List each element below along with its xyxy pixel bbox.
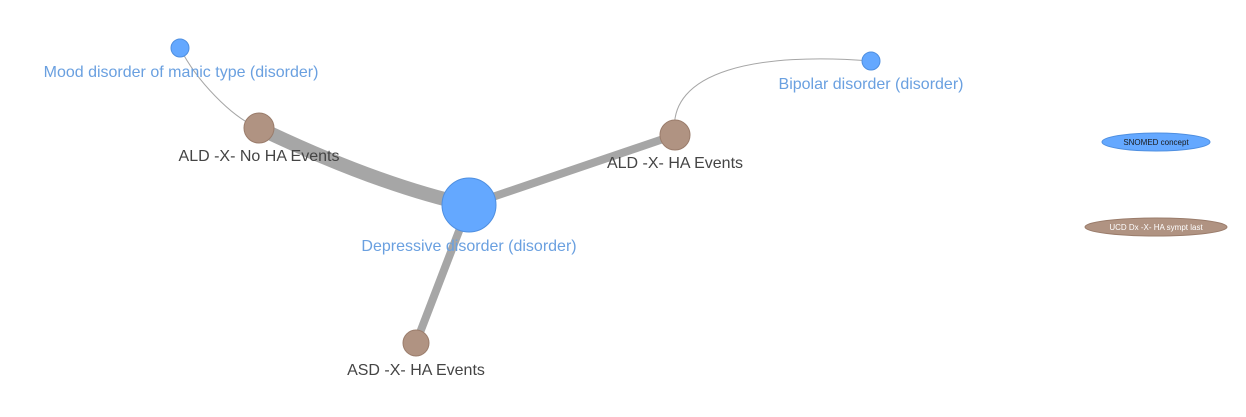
node-bipolar-disorder[interactable] <box>861 51 881 71</box>
graph-nodes <box>170 38 881 357</box>
legend: SNOMED concept UCD Dx -X- HA sympt last <box>1084 132 1228 237</box>
edge-ald-no-ha-to-depressive[interactable] <box>255 121 471 212</box>
label-ald-ha-events: ALD -X- HA Events <box>607 155 743 172</box>
label-ald-no-ha-events: ALD -X- No HA Events <box>179 148 340 165</box>
graph-edges <box>179 47 872 345</box>
node-asd-ha-events[interactable] <box>402 329 430 357</box>
label-depressive-disorder: Depressive disorder (disorder) <box>361 238 576 255</box>
node-mood-disorder-manic[interactable] <box>170 38 190 58</box>
legend-label-ucd: UCD Dx -X- HA sympt last <box>1109 223 1203 232</box>
legend-swatch-ucd <box>1084 217 1228 237</box>
legend-item-snomed[interactable]: SNOMED concept <box>1101 132 1211 152</box>
node-ald-ha-events[interactable] <box>659 119 691 151</box>
legend-item-ucd[interactable]: UCD Dx -X- HA sympt last <box>1084 217 1228 237</box>
label-asd-ha-events: ASD -X- HA Events <box>347 362 485 379</box>
label-mood-disorder-manic: Mood disorder of manic type (disorder) <box>44 64 319 81</box>
edge-ald-no-ha-to-mood-manic[interactable] <box>179 47 260 129</box>
node-ald-no-ha-events[interactable] <box>243 112 275 144</box>
legend-label-snomed: SNOMED concept <box>1123 138 1189 147</box>
edge-ald-ha-to-bipolar[interactable] <box>673 58 872 136</box>
label-bipolar-disorder: Bipolar disorder (disorder) <box>779 76 964 93</box>
legend-swatch-snomed <box>1101 132 1211 152</box>
graph-labels: Depressive disorder (disorder) Mood diso… <box>44 64 964 379</box>
edge-ald-ha-to-depressive[interactable] <box>467 131 677 209</box>
node-depressive-disorder[interactable] <box>441 177 497 233</box>
